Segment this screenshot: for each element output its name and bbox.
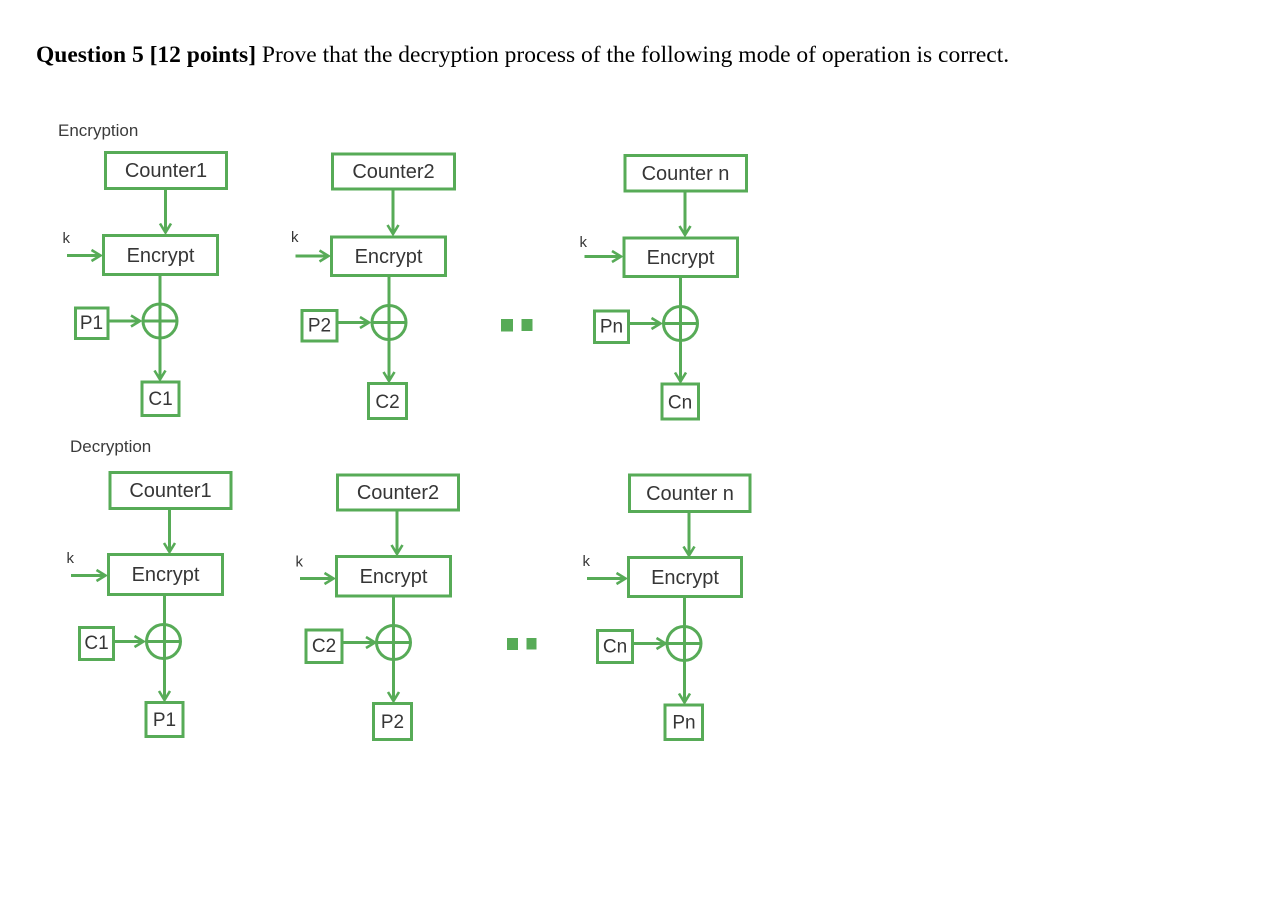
ellipsis-dots (507, 638, 537, 650)
xor-circle (141, 302, 179, 340)
counter-box (628, 473, 752, 513)
output-box (367, 382, 408, 420)
output-label: C1 (148, 389, 172, 410)
question-text: Prove that the decryption process of the… (256, 42, 1010, 68)
xor-input-box (74, 306, 110, 340)
counter-label: Counter2 (357, 482, 439, 504)
decryption-section: Decryption Counter1 Encrypt k C1 P1 (67, 437, 752, 741)
output-box (663, 703, 704, 741)
xor-input-box (300, 309, 339, 343)
ellipsis-square (521, 319, 533, 331)
output-label: P1 (153, 710, 176, 731)
key-label: k (67, 550, 75, 567)
xor-circle (370, 304, 408, 341)
output-label: P2 (381, 712, 404, 733)
counter-box (331, 152, 456, 191)
encrypt-box (622, 236, 739, 278)
encrypt-box (107, 553, 224, 596)
output-box (140, 380, 181, 417)
key-label: k (63, 230, 71, 247)
question-number-label: Question 5 [12 points] (36, 42, 257, 68)
encryption-section: Encryption Counter1 Encrypt k P1 C1 (58, 121, 748, 421)
output-label: Pn (672, 713, 695, 734)
xor-circle (665, 625, 703, 662)
key-label: k (291, 229, 299, 246)
encrypt-label: Encrypt (132, 564, 200, 586)
xor-input-label: C1 (84, 633, 108, 654)
xor-input-box (596, 629, 634, 664)
dec-column-n: Counter n Encrypt k Cn Pn (583, 473, 752, 741)
counter-label: Counter n (646, 483, 734, 505)
dec-column-1: Counter1 Encrypt k C1 P1 (67, 471, 233, 738)
encrypt-label: Encrypt (127, 245, 195, 267)
dec-column-2: Counter2 Encrypt k C2 P2 (296, 473, 460, 741)
encrypt-label: Encrypt (651, 567, 719, 589)
ellipsis-square (526, 638, 537, 650)
counter-box (108, 471, 233, 510)
decryption-section-label: Decryption (70, 437, 151, 456)
xor-input-label: P2 (308, 316, 331, 337)
encrypt-box (335, 555, 452, 598)
xor-input-box (304, 628, 344, 664)
xor-circle (375, 624, 412, 661)
question-title: Question 5 [12 points] Prove that the de… (36, 42, 1216, 69)
encrypt-box (102, 234, 219, 276)
xor-circle (662, 305, 699, 342)
counter-label: Counter2 (352, 161, 434, 183)
enc-column-2: Counter2 Encrypt k P2 C2 (291, 152, 456, 420)
output-box (372, 702, 413, 741)
counter-box (336, 473, 460, 512)
ellipsis-dots (501, 319, 533, 332)
encrypt-label: Encrypt (360, 566, 428, 588)
encrypt-label: Encrypt (355, 246, 423, 268)
encrypt-label: Encrypt (647, 247, 715, 269)
output-label: Cn (668, 393, 692, 414)
output-box (144, 701, 185, 738)
encryption-section-label: Encryption (58, 121, 138, 140)
xor-input-label: P1 (80, 313, 103, 334)
key-label: k (580, 234, 588, 251)
counter-box (104, 151, 228, 190)
encrypt-box (330, 235, 447, 277)
encrypt-box (627, 556, 743, 598)
ellipsis-square (507, 638, 518, 650)
xor-input-label: C2 (312, 636, 336, 657)
ellipsis-square (501, 319, 513, 332)
key-label: k (583, 553, 591, 570)
xor-input-label: Pn (600, 317, 623, 338)
xor-input-box (593, 309, 630, 344)
xor-circle (145, 623, 182, 660)
counter-label: Counter1 (125, 160, 207, 182)
enc-column-1: Counter1 Encrypt k P1 C1 (63, 151, 228, 417)
counter-box (623, 154, 748, 193)
counter-label: Counter1 (129, 480, 211, 502)
enc-column-n: Counter n Encrypt k Pn Cn (580, 154, 748, 421)
xor-input-label: Cn (603, 637, 627, 658)
output-label: C2 (375, 392, 399, 413)
key-label: k (296, 554, 304, 571)
xor-input-box (78, 626, 115, 661)
output-box (660, 382, 700, 421)
counter-label: Counter n (642, 163, 730, 185)
